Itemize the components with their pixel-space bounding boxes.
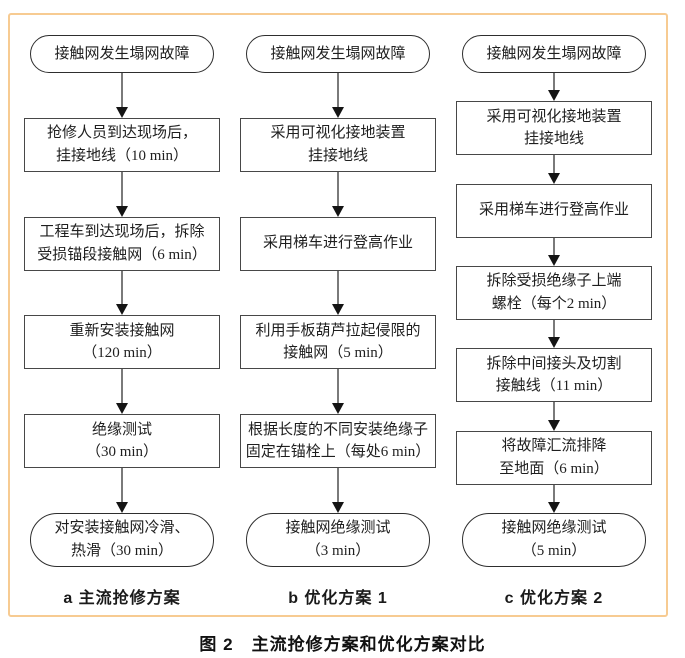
column-c: 接触网发生塌网故障 采用可视化接地装置 挂接地线 采用梯车进行登高作业 拆除受损…: [456, 35, 652, 608]
flow-node-step: 拆除中间接头及切割 接触线（11 min）: [456, 348, 652, 403]
flow-node-step: 抢修人员到达现场后， 挂接地线（10 min）: [24, 117, 220, 172]
arrow-down-icon: [240, 369, 436, 415]
arrow-down-icon: [24, 73, 220, 118]
node-text: 对安装接触网冷滑、 热滑（30 min）: [54, 520, 190, 559]
figure-caption: 图 2 主流抢修方案和优化方案对比: [199, 635, 486, 654]
arrow-down-icon: [456, 319, 652, 349]
node-text: 采用梯车进行登高作业: [262, 235, 413, 252]
node-text: 拆除受损绝缘子上端 螺栓（每个2 min）: [486, 273, 622, 312]
node-text: 抢修人员到达现场后， 挂接地线（10 min）: [46, 125, 197, 164]
arrow-down-icon: [456, 237, 652, 266]
figure-frame: 接触网发生塌网故障 抢修人员到达现场后， 挂接地线（10 min） 工程车到达现…: [8, 13, 668, 617]
flow-b: 接触网发生塌网故障 采用可视化接地装置 挂接地线 采用梯车进行登高作业 利用手板…: [240, 35, 436, 567]
column-b: 接触网发生塌网故障 采用可视化接地装置 挂接地线 采用梯车进行登高作业 利用手板…: [240, 35, 436, 608]
node-text: 接触网绝缘测试 （3 min）: [285, 520, 391, 559]
arrow-down-icon: [24, 468, 220, 513]
flow-node-step: 采用可视化接地装置 挂接地线: [456, 101, 652, 156]
node-text: 绝缘测试 （30 min）: [85, 421, 159, 461]
arrow-down-icon: [456, 402, 652, 431]
node-text: 接触网绝缘测试 （5 min）: [501, 520, 607, 559]
arrow-down-icon: [240, 171, 436, 217]
node-text: 接触网发生塌网故障: [270, 45, 406, 62]
flow-c: 接触网发生塌网故障 采用可视化接地装置 挂接地线 采用梯车进行登高作业 拆除受损…: [456, 35, 652, 567]
node-text: 重新安装接触网 （120 min）: [69, 322, 175, 362]
flow-node-step: 将故障汇流排降 至地面（6 min）: [456, 430, 652, 485]
node-text: 采用可视化接地装置 挂接地线: [486, 108, 622, 148]
flow-node-step: 重新安装接触网 （120 min）: [24, 315, 220, 370]
column-b-label: b 优化方案 1: [288, 590, 388, 607]
flow-node-start: 接触网发生塌网故障: [30, 35, 214, 73]
arrow-down-icon: [456, 73, 652, 102]
flowchart-columns: 接触网发生塌网故障 抢修人员到达现场后， 挂接地线（10 min） 工程车到达现…: [10, 15, 666, 608]
arrow-down-icon: [456, 155, 652, 184]
flow-node-end: 对安装接触网冷滑、 热滑（30 min）: [30, 512, 214, 567]
node-text: 接触网发生塌网故障: [54, 45, 190, 62]
node-text: 采用梯车进行登高作业: [478, 202, 629, 219]
flow-node-step: 采用可视化接地装置 挂接地线: [240, 117, 436, 172]
flow-node-step: 绝缘测试 （30 min）: [24, 414, 220, 469]
node-text: 接触网发生塌网故障: [486, 45, 622, 62]
node-text: 工程车到达现场后，拆除 受损锚段接触网（6 min）: [37, 224, 207, 263]
flow-a: 接触网发生塌网故障 抢修人员到达现场后， 挂接地线（10 min） 工程车到达现…: [24, 35, 220, 567]
arrow-down-icon: [240, 73, 436, 118]
node-text: 将故障汇流排降 至地面（6 min）: [499, 438, 609, 477]
column-a-label: a 主流抢修方案: [63, 590, 181, 607]
column-a: 接触网发生塌网故障 抢修人员到达现场后， 挂接地线（10 min） 工程车到达现…: [24, 35, 220, 608]
flow-node-step: 采用梯车进行登高作业: [456, 183, 652, 238]
flow-node-step: 拆除受损绝缘子上端 螺栓（每个2 min）: [456, 265, 652, 320]
arrow-down-icon: [240, 468, 436, 513]
flow-node-step: 利用手板葫芦拉起侵限的 接触网（5 min）: [240, 315, 436, 370]
flow-node-step: 工程车到达现场后，拆除 受损锚段接触网（6 min）: [24, 216, 220, 271]
node-text: 根据长度的不同安装绝缘子 固定在锚栓上（每处6 min）: [245, 421, 431, 461]
arrow-down-icon: [240, 270, 436, 316]
flow-node-end: 接触网绝缘测试 （3 min）: [246, 512, 430, 567]
flow-node-start: 接触网发生塌网故障: [246, 35, 430, 73]
arrow-down-icon: [24, 270, 220, 316]
column-c-label: c 优化方案 2: [504, 590, 604, 607]
arrow-down-icon: [24, 369, 220, 415]
arrow-down-icon: [24, 171, 220, 217]
flow-node-start: 接触网发生塌网故障: [462, 35, 646, 73]
node-text: 采用可视化接地装置 挂接地线: [270, 125, 406, 164]
node-text: 利用手板葫芦拉起侵限的 接触网（5 min）: [255, 322, 421, 362]
flow-node-end: 接触网绝缘测试 （5 min）: [462, 512, 646, 567]
flow-node-step: 根据长度的不同安装绝缘子 固定在锚栓上（每处6 min）: [240, 414, 436, 469]
node-text: 拆除中间接头及切割 接触线（11 min）: [486, 355, 622, 395]
arrow-down-icon: [456, 484, 652, 513]
flow-node-step: 采用梯车进行登高作业: [240, 216, 436, 271]
